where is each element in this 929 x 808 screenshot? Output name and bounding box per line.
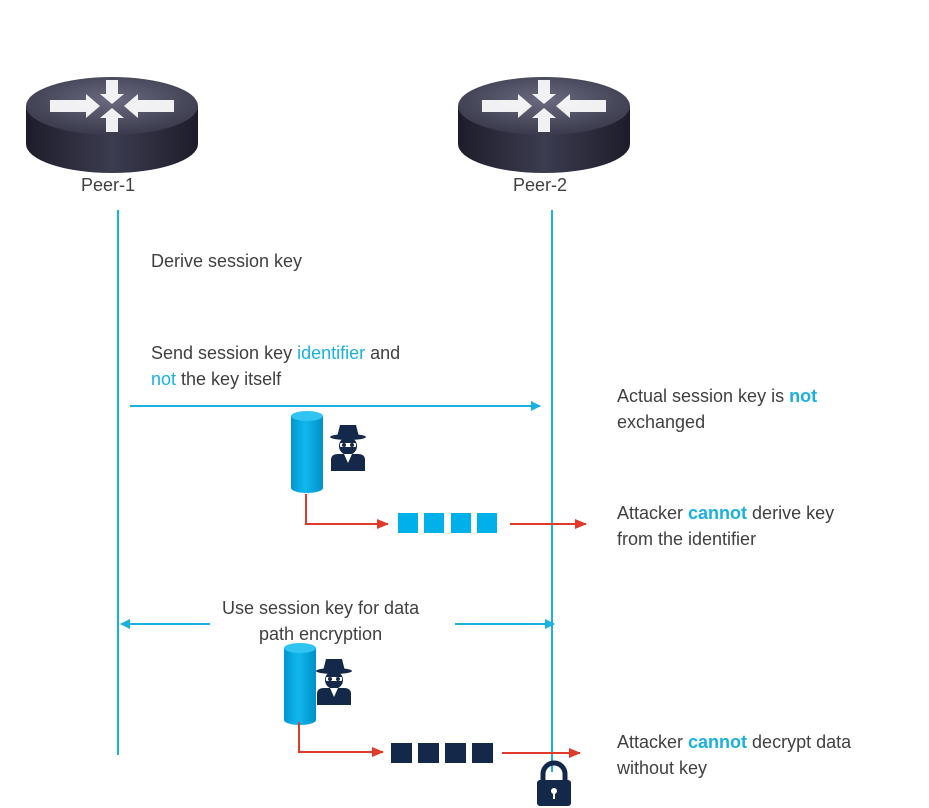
note-cannot-decrypt: Attacker cannot decrypt data without key [617, 732, 852, 778]
peer-2-router-icon [458, 77, 630, 173]
send-identifier-label: Send session key identifier and not the … [151, 343, 401, 389]
cyan-data-blocks [398, 513, 497, 533]
note-key-not-exchanged: Actual session key is not exchanged [617, 386, 818, 432]
note-cannot-derive: Attacker cannot derive key from the iden… [617, 503, 835, 549]
attacker-icon [330, 425, 366, 471]
attacker-path-arrow-1 [305, 494, 389, 529]
cylinder-icon [291, 411, 323, 493]
attacker-icon [316, 659, 352, 705]
navy-data-blocks [391, 743, 493, 763]
peer-1-router-icon [26, 77, 198, 173]
attacker-path-arrow-3 [298, 722, 384, 757]
peer-2-label: Peer-2 [513, 175, 568, 195]
lock-icon [537, 760, 571, 806]
use-session-key-label: Use session key for data path encryption [222, 598, 420, 644]
cylinder-icon [284, 643, 316, 725]
peer-1-label: Peer-1 [81, 175, 136, 195]
derive-session-key-label: Derive session key [151, 251, 303, 271]
